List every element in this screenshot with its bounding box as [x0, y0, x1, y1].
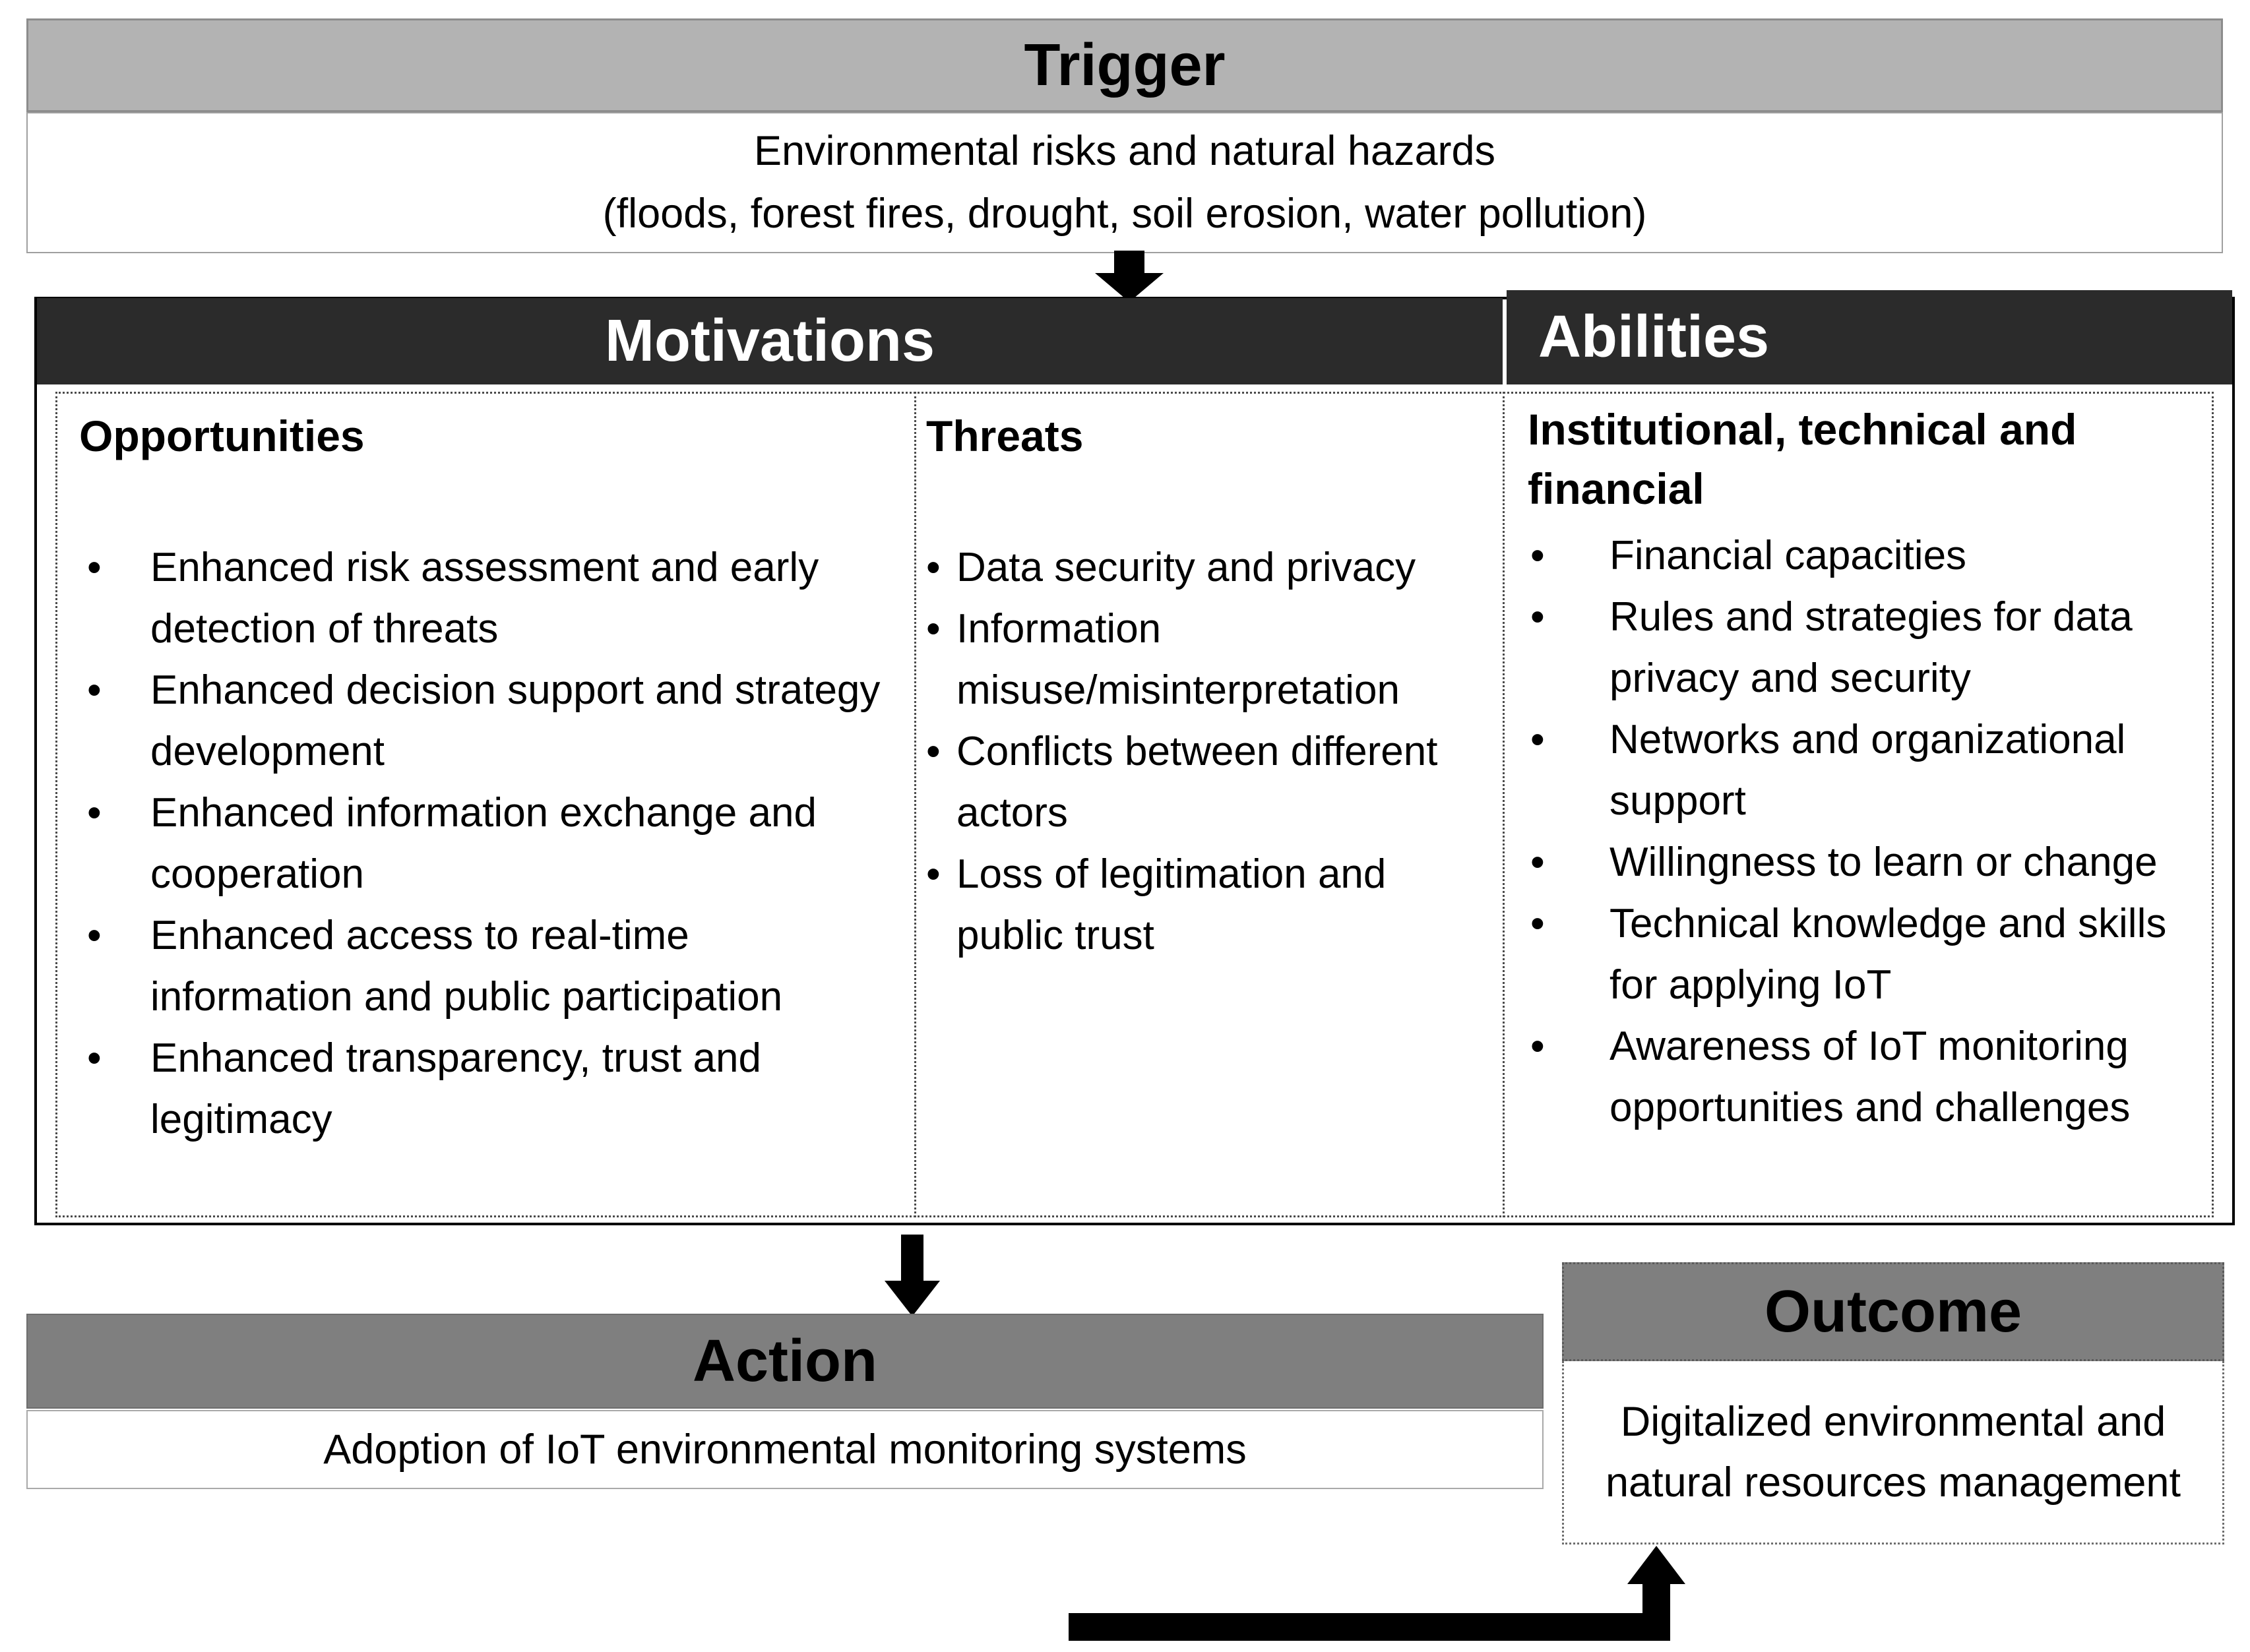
outcome-body-text: Digitalized environmental and natural re… — [1606, 1398, 2181, 1506]
list-item: Data security and privacy — [926, 537, 1488, 598]
list-item: Enhanced risk assessment and early detec… — [79, 537, 894, 659]
opportunities-list: Enhanced risk assessment and early detec… — [79, 537, 894, 1150]
list-item: Enhanced decision support and strategy d… — [79, 659, 894, 782]
action-body-text: Adoption of IoT environmental monitoring… — [323, 1426, 1247, 1473]
list-item: Rules and strategies for data privacy an… — [1528, 586, 2217, 709]
list-item: Technical knowledge and skills for apply… — [1528, 893, 2217, 1016]
trigger-title: Trigger — [1024, 32, 1226, 98]
motivations-header: Motivations — [37, 298, 1503, 384]
list-item: Conflicts between different actors — [926, 721, 1488, 843]
outcome-body: Digitalized environmental and natural re… — [1562, 1361, 2224, 1545]
trigger-body: Environmental risks and natural hazards … — [26, 112, 2223, 253]
action-body: Adoption of IoT environmental monitoring… — [26, 1410, 1544, 1489]
motivations-title: Motivations — [604, 308, 935, 374]
list-item: Networks and organizational support — [1528, 709, 2217, 832]
trigger-header: Trigger — [26, 18, 2223, 112]
threats-column: Threats Data security and privacy Inform… — [926, 406, 1488, 966]
outcome-header: Outcome — [1562, 1262, 2224, 1361]
list-item: Enhanced access to real-time information… — [79, 905, 894, 1027]
column-divider-1 — [914, 392, 916, 1217]
column-divider-2 — [1503, 392, 1505, 1217]
list-item: Awareness of IoT monitoring opportunitie… — [1528, 1016, 2217, 1138]
list-item: Enhanced information exchange and cooper… — [79, 782, 894, 905]
abilities-title: Abilities — [1538, 304, 1770, 370]
trigger-body-line1: Environmental risks and natural hazards — [753, 128, 1496, 174]
list-item: Willingness to learn or change — [1528, 832, 2217, 893]
list-item: Financial capacities — [1528, 525, 2217, 586]
abilities-header: Abilities — [1507, 290, 2232, 384]
threats-heading: Threats — [926, 412, 1084, 460]
list-item: Loss of legitimation and public trust — [926, 843, 1488, 966]
opportunities-column: Opportunities Enhanced risk assessment a… — [79, 406, 894, 1150]
threats-list: Data security and privacy Information mi… — [926, 537, 1488, 966]
list-item: Information misuse/misinterpretation — [926, 598, 1488, 721]
institutional-heading: Institutional, technical and financial — [1528, 405, 2077, 513]
outcome-title: Outcome — [1764, 1278, 2022, 1345]
institutional-list: Financial capacities Rules and strategie… — [1528, 525, 2217, 1138]
trigger-body-line2: (floods, forest fires, drought, soil ero… — [602, 191, 1647, 237]
action-header: Action — [26, 1314, 1544, 1409]
action-title: Action — [693, 1328, 877, 1394]
abilities-column: Institutional, technical and financial F… — [1528, 400, 2217, 1138]
list-item: Enhanced transparency, trust and legitim… — [79, 1027, 894, 1150]
opportunities-heading: Opportunities — [79, 412, 365, 460]
